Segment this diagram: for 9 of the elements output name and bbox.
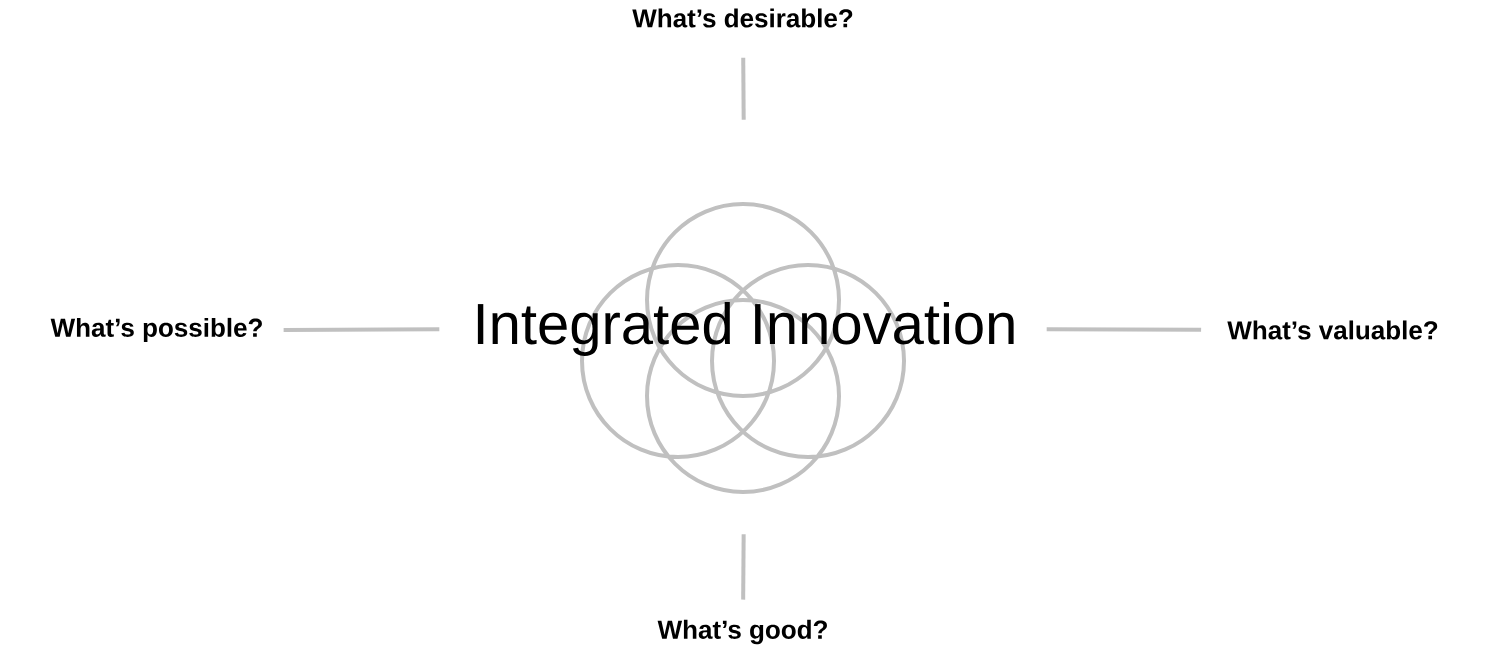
connector-line [741, 57, 746, 120]
question-text: What’s valuable? [1227, 320, 1438, 340]
connector-line [741, 534, 746, 600]
connector-line [1046, 327, 1202, 332]
question-text: What’s desirable? [632, 8, 853, 28]
title-text: Integrated Innovation [477, 301, 1014, 356]
question-text: What’s possible? [50, 317, 262, 343]
connector-line [283, 327, 440, 332]
question-text: What’s good? [657, 619, 827, 645]
